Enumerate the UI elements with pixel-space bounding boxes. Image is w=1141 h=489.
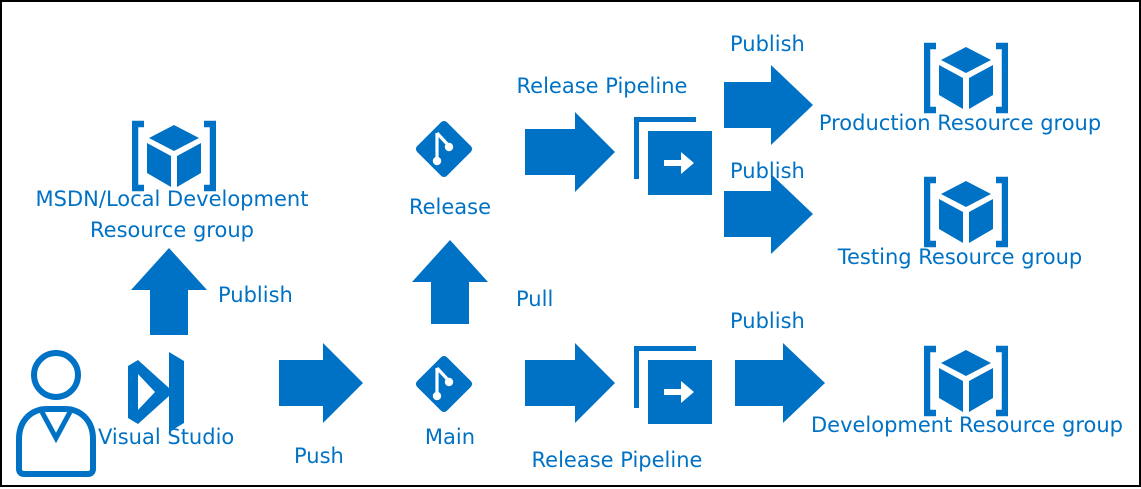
visual-studio-icon: [128, 352, 184, 432]
production-group-label: Production Resource group: [818, 111, 1102, 135]
main-to-pipeline-arrow: [525, 343, 615, 423]
testing-group-icon: [927, 180, 1005, 244]
visual-studio-label: Visual Studio: [98, 425, 235, 449]
release-pipeline-top-icon: [634, 117, 712, 195]
push-label: Push: [294, 444, 344, 468]
publish-development-label: Publish: [730, 309, 805, 333]
release-branch-label: Release: [408, 195, 492, 219]
release-pipeline-top-label: Release Pipeline: [516, 74, 688, 98]
development-group-label: Development Resource group: [810, 413, 1124, 437]
local-group-label-line2: Resource group: [90, 218, 254, 242]
publish-local-label: Publish: [218, 283, 293, 307]
publish-local-arrow: [131, 248, 207, 335]
publish-testing-label: Publish: [730, 159, 805, 183]
production-group-icon: [927, 46, 1005, 110]
user-icon: [19, 353, 93, 474]
release-pipeline-bottom-label: Release Pipeline: [531, 448, 703, 472]
development-group-icon: [927, 349, 1005, 413]
local-group-label-line1: MSDN/Local Development: [35, 187, 309, 211]
local-group-icon: [135, 124, 213, 188]
publish-development-arrow: [735, 343, 825, 423]
publish-production-arrow: [724, 65, 813, 145]
push-arrow: [279, 343, 363, 423]
release-branch-git-icon: [414, 119, 474, 179]
pull-arrow: [412, 240, 488, 324]
publish-production-label: Publish: [730, 32, 805, 56]
pull-label: Pull: [516, 287, 554, 311]
main-branch-git-icon: [414, 354, 474, 414]
release-pipeline-bottom-icon: [634, 346, 712, 424]
release-to-pipeline-arrow: [525, 112, 615, 192]
publish-testing-arrow: [724, 174, 813, 254]
main-branch-label: Main: [424, 425, 476, 449]
testing-group-label: Testing Resource group: [837, 245, 1083, 269]
